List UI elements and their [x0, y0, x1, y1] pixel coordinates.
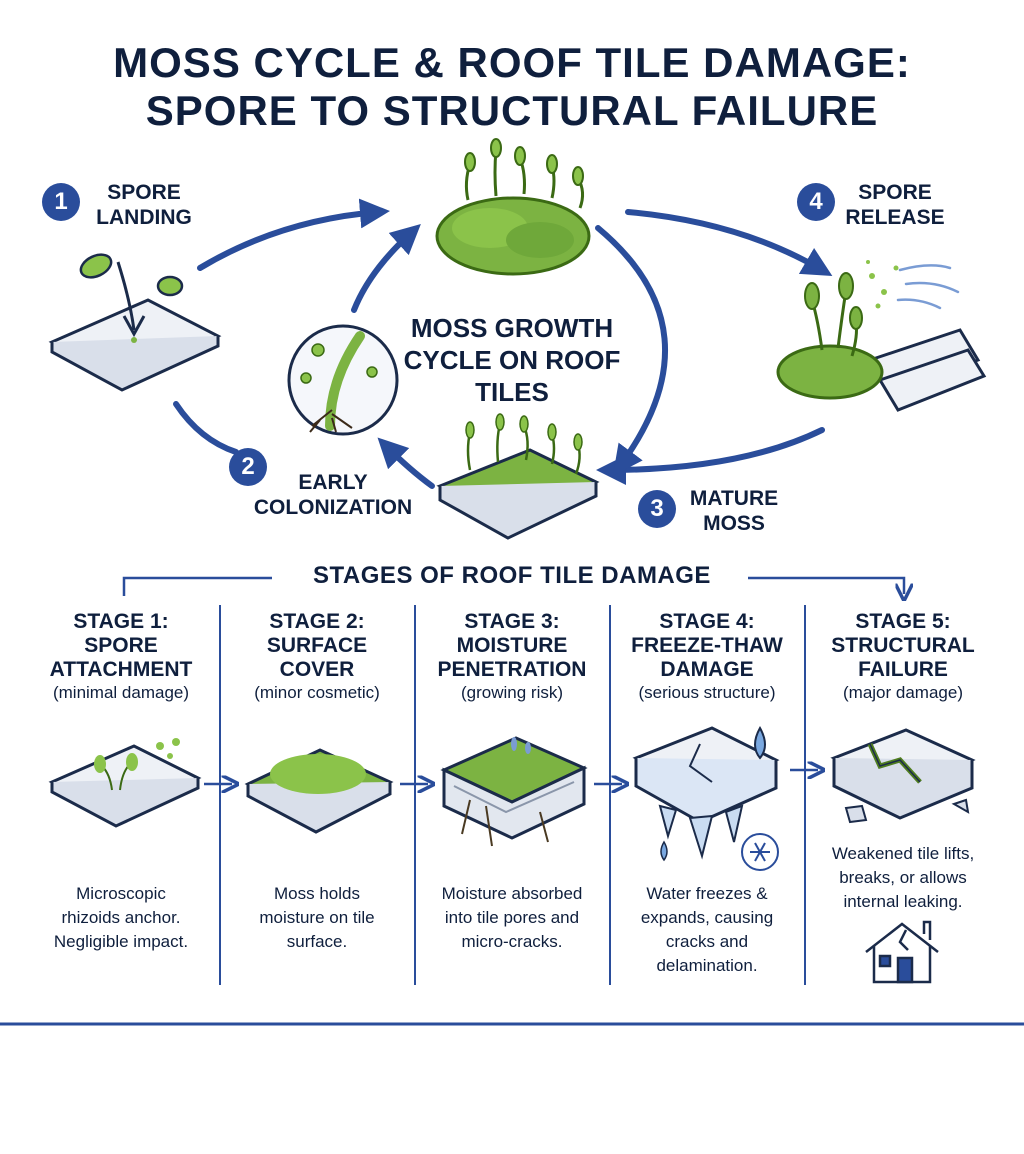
stage-arrows — [204, 770, 818, 784]
stage-2-header: STAGE 2: SURFACE COVER (minor cosmetic) — [254, 610, 380, 702]
damage-section-title: STAGES OF ROOF TILE DAMAGE — [313, 562, 711, 589]
stage-4-description: Water freezes & expands, causing cracks … — [640, 884, 774, 975]
page-title-line2: SPORE TO STRUCTURAL FAILURE — [145, 87, 879, 134]
cycle-arrows — [173, 198, 833, 489]
spore-landing-illustration — [48, 253, 222, 392]
stage-5-description: Weakened tile lifts, breaks, or allows i… — [831, 844, 975, 911]
arrow-mature-to-early — [377, 437, 435, 489]
stage-4-header: STAGE 4: FREEZE-THAW DAMAGE (serious str… — [631, 610, 783, 702]
step-1-badge: 1 — [42, 183, 80, 221]
step-3-badge: 3 — [638, 490, 676, 528]
step-3-label: MATURE MOSS — [689, 487, 779, 535]
step-2-label: EARLY COLONIZATION — [253, 471, 413, 519]
step-4-label: SPORE RELEASE — [845, 181, 945, 229]
damage-section-bracket — [122, 576, 904, 596]
step-4-badge: 4 — [797, 183, 835, 221]
stage-1-header: STAGE 1: SPORE ATTACHMENT (minimal damag… — [49, 610, 193, 702]
arrow-top-to-release — [625, 209, 833, 277]
stage4-tile-illustration — [632, 725, 780, 871]
arrow-early-up — [351, 223, 421, 313]
cycle-center-label: MOSS GROWTH CYCLE ON ROOF TILES — [403, 313, 621, 407]
stage-3-header: STAGE 3: MOISTURE PENETRATION (growing r… — [437, 610, 587, 702]
house-crack-icon — [865, 920, 939, 984]
stage1-tile-illustration — [48, 738, 202, 828]
snowflake-icon — [741, 833, 779, 871]
stage-3-description: Moisture absorbed into tile pores and mi… — [441, 884, 583, 951]
step-1-label: SPORE LANDING — [96, 181, 192, 229]
wind-icon — [896, 264, 960, 310]
stage-2-description: Moss holds moisture on tile surface. — [259, 884, 375, 951]
water-drop-icon — [754, 725, 766, 760]
stage-5-header: STAGE 5: STRUCTURAL FAILURE (major damag… — [831, 610, 975, 702]
spore-release-illustration — [776, 260, 987, 412]
arrow-top-to-mature — [595, 225, 669, 476]
arrow-landing-to-growth — [197, 198, 390, 271]
mature-moss-illustration — [436, 413, 600, 540]
page-title-line1: MOSS CYCLE & ROOF TILE DAMAGE: — [113, 39, 911, 86]
arrow-landing-down — [173, 401, 239, 455]
early-colonization-illustration — [287, 324, 399, 436]
step-2-badge: 2 — [229, 448, 267, 486]
stage5-tile-illustration — [830, 728, 976, 984]
moss-growth-top-illustration — [435, 138, 591, 276]
stage-1-description: Microscopic rhizoids anchor. Negligible … — [53, 884, 189, 951]
stage2-tile-illustration — [244, 748, 394, 834]
stage3-tile-illustration — [440, 736, 588, 847]
